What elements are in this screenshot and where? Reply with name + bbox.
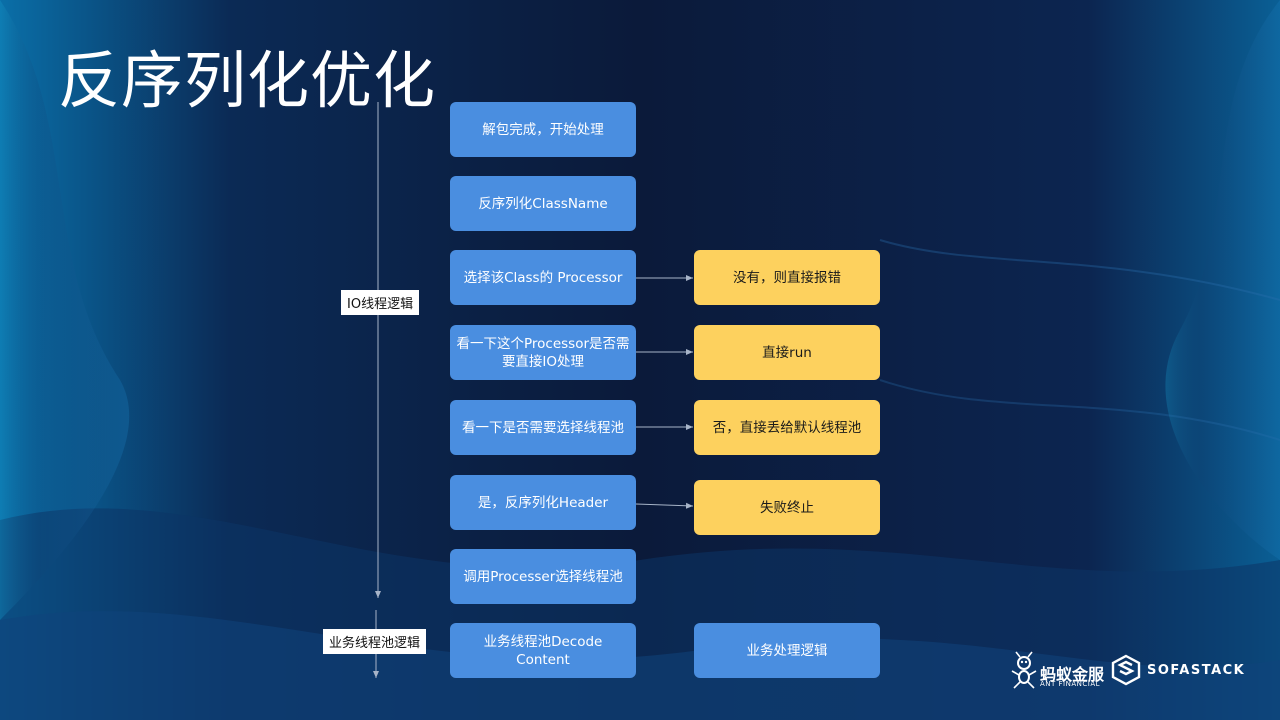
step-check-thread-pool: 看一下是否需要选择线程池 — [450, 400, 636, 455]
step-select-processor: 选择该Class的 Processor — [450, 250, 636, 305]
biz-logic-box: 业务处理逻辑 — [694, 623, 880, 678]
step-processer-select-pool: 调用Processer选择线程池 — [450, 549, 636, 604]
ant-financial-logo-en: ANT FINANCIAL — [1040, 680, 1101, 688]
biz-thread-label: 业务线程池逻辑 — [323, 629, 427, 654]
outcome-error: 没有，则直接报错 — [694, 250, 880, 305]
io-thread-label: IO线程逻辑 — [341, 290, 420, 315]
step-check-direct-io: 看一下这个Processor是否需要直接IO处理 — [450, 325, 636, 380]
sofastack-logo: SOFASTACK — [1147, 663, 1246, 678]
step-deserialize-classname: 反序列化ClassName — [450, 176, 636, 231]
outcome-direct-run: 直接run — [694, 325, 880, 380]
ant-financial-logo-cn: 蚂蚁金服 — [1040, 665, 1105, 684]
outcome-fail-stop: 失败终止 — [694, 480, 880, 535]
sofastack-icon — [1111, 654, 1141, 686]
outcome-default-pool: 否，直接丢给默认线程池 — [694, 400, 880, 455]
step-unpack: 解包完成，开始处理 — [450, 102, 636, 157]
page-title: 反序列化优化 — [58, 44, 437, 117]
ant-icon — [1011, 651, 1037, 689]
step-biz-decode-content: 业务线程池Decode Content — [450, 623, 636, 678]
step-deserialize-header: 是，反序列化Header — [450, 475, 636, 530]
